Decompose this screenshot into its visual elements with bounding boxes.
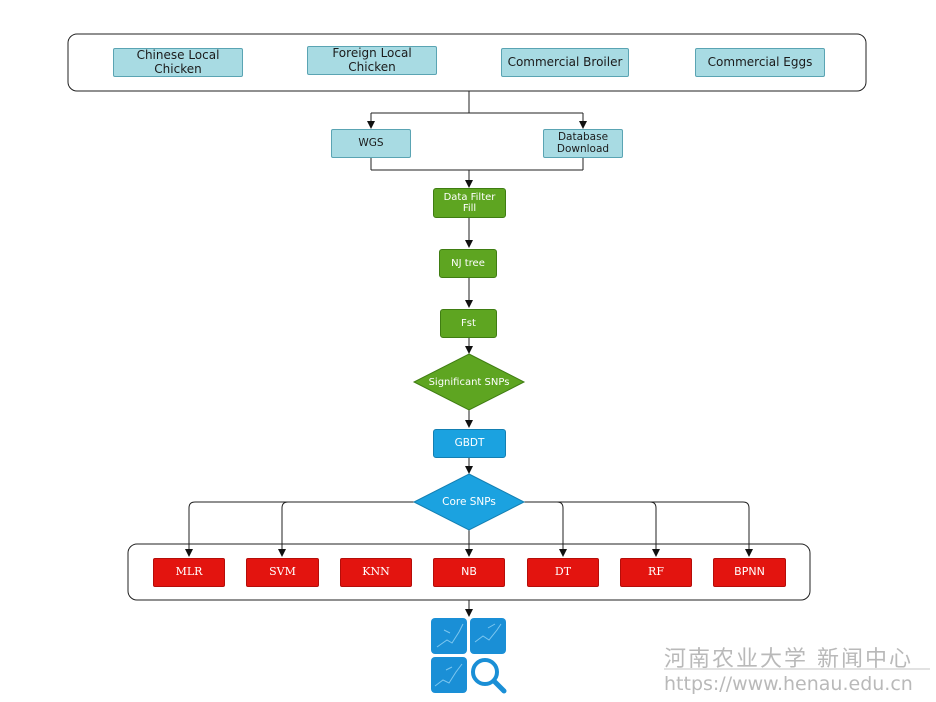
watermark-title: 河南农业大学 新闻中心: [664, 647, 913, 672]
model-dt: DT: [527, 558, 599, 587]
data-filter-line1: Data Filter: [443, 192, 496, 203]
source-chinese-local-chicken: Chinese Local Chicken: [113, 48, 243, 77]
source-container: [67, 33, 867, 92]
model-nb: NB: [433, 558, 505, 587]
significant-snps-label: Significant SNPs: [428, 376, 510, 388]
chicken-map-icon: [431, 657, 467, 693]
fst-box: Fst: [440, 309, 497, 338]
model-mlr: MLR: [153, 558, 225, 587]
source-commercial-eggs: Commercial Eggs: [695, 48, 825, 77]
model-knn: KNN: [340, 558, 412, 587]
chicken-map-icon: [470, 618, 506, 654]
source-foreign-local-chicken: Foreign Local Chicken: [307, 46, 437, 75]
core-snps-diamond: [412, 473, 526, 531]
model-svm: SVM: [246, 558, 319, 587]
watermark-url[interactable]: https://www.henau.edu.cn: [664, 673, 913, 695]
model-rf: RF: [620, 558, 692, 587]
significant-snps-diamond: [412, 353, 526, 411]
data-filter-line2: Fill: [462, 203, 477, 214]
database-label-line1: Database: [557, 130, 609, 143]
magnifier-icon: [471, 658, 507, 694]
core-snps-label: Core SNPs: [442, 496, 496, 508]
wgs-box: WGS: [331, 129, 411, 158]
nj-tree-box: NJ tree: [439, 249, 497, 278]
results-icon-group: [431, 618, 507, 694]
database-download-box: Database Download: [543, 129, 623, 158]
database-label-line2: Download: [556, 142, 610, 155]
data-filter-box: Data Filter Fill: [433, 188, 506, 218]
source-commercial-broiler: Commercial Broiler: [501, 48, 629, 77]
models-container: [127, 543, 811, 601]
gbdt-box: GBDT: [433, 429, 506, 458]
model-bpnn: BPNN: [713, 558, 786, 587]
chicken-map-icon: [431, 618, 467, 654]
